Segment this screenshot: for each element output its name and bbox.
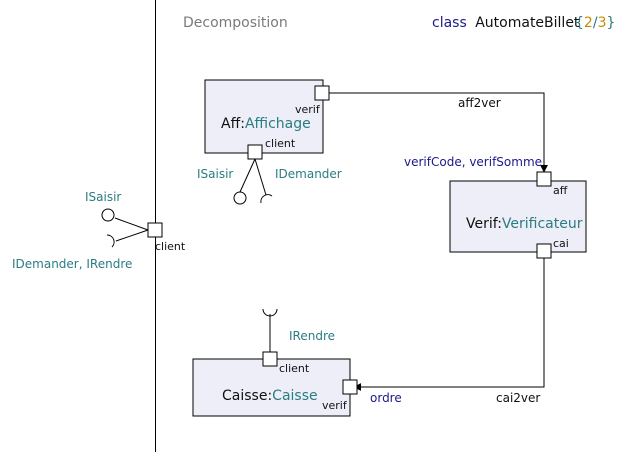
connector-aff2ver-label: aff2ver — [458, 96, 501, 110]
port-aff-verif-label: verif — [295, 103, 321, 116]
port-aff-client-label: client — [265, 137, 296, 150]
connector-aff2ver[interactable] — [328, 92, 548, 173]
caisse-required-label: IRendre — [289, 329, 335, 343]
external-required-socket-icon — [106, 234, 115, 248]
part-caisse-box[interactable] — [192, 358, 351, 417]
part-aff-title: Aff:Affichage — [221, 116, 311, 132]
part-caisse-type: Caisse — [272, 388, 317, 404]
part-verif-title: Verif:Verificateur — [466, 216, 583, 232]
port-verif-cai-label: cai — [553, 237, 569, 250]
class-header: class AutomateBillet — [432, 15, 580, 31]
external-provided-link — [114, 217, 149, 231]
verif-provided-label: verifCode, verifSomme — [404, 155, 542, 169]
external-provided-lollipop-icon — [101, 208, 115, 222]
diagram-title: Decomposition — [183, 15, 288, 31]
port-aff-client[interactable] — [247, 144, 263, 160]
class-keyword: class — [432, 15, 467, 31]
port-aff-verif[interactable] — [314, 85, 330, 101]
aff-provided-link — [239, 158, 256, 193]
caisse-provided-label: ordre — [370, 391, 402, 405]
part-verif-box[interactable] — [449, 180, 587, 253]
port-external-client-label: client — [155, 240, 186, 253]
connector-cai2ver[interactable] — [353, 258, 545, 391]
page-total[interactable]: 3 — [598, 15, 607, 31]
page-close-brace: } — [606, 15, 615, 31]
external-required-link — [115, 229, 149, 242]
part-aff-name: Aff — [221, 116, 241, 132]
aff-provided-label: ISaisir — [197, 167, 233, 181]
aff-required-link — [254, 158, 267, 196]
part-caisse-title: Caisse:Caisse — [222, 388, 318, 404]
aff-provided-lollipop-icon — [233, 191, 247, 205]
external-required-label: IDemander, IRendre — [12, 257, 132, 271]
port-caisse-verif[interactable] — [342, 379, 358, 395]
part-verif-type: Verificateur — [502, 216, 583, 232]
part-aff-type: Affichage — [245, 116, 311, 132]
aff-required-socket-icon — [260, 194, 273, 204]
page-open-brace: { — [575, 15, 584, 31]
page-separator: / — [593, 15, 598, 31]
external-provided-label: ISaisir — [85, 190, 121, 204]
part-caisse-caisse[interactable]: Caisse:Caisse client verif — [192, 351, 358, 417]
part-caisse-name: Caisse — [222, 388, 267, 404]
port-verif-cai[interactable] — [536, 243, 552, 259]
port-external-client[interactable] — [147, 222, 163, 238]
class-name: AutomateBillet — [475, 15, 580, 31]
aff-required-label: IDemander — [275, 167, 342, 181]
port-verif-aff-label: aff — [553, 184, 568, 197]
page-current[interactable]: 2 — [584, 15, 593, 31]
port-caisse-client-label: client — [279, 362, 310, 375]
part-aff-box[interactable] — [204, 79, 324, 154]
connector-cai2ver-label: cai2ver — [496, 391, 540, 405]
caisse-required-socket-icon — [262, 308, 278, 317]
part-aff-affichage[interactable]: Aff:Affichage verif client — [204, 79, 330, 160]
port-caisse-verif-label: verif — [322, 399, 348, 412]
port-caisse-client[interactable] — [262, 351, 278, 367]
part-verif-name: Verif — [466, 216, 499, 232]
page-indicator[interactable]: {2/3} — [575, 15, 615, 31]
part-verif-verificateur[interactable]: Verif:Verificateur aff cai — [449, 171, 587, 259]
port-verif-aff[interactable] — [536, 171, 552, 187]
